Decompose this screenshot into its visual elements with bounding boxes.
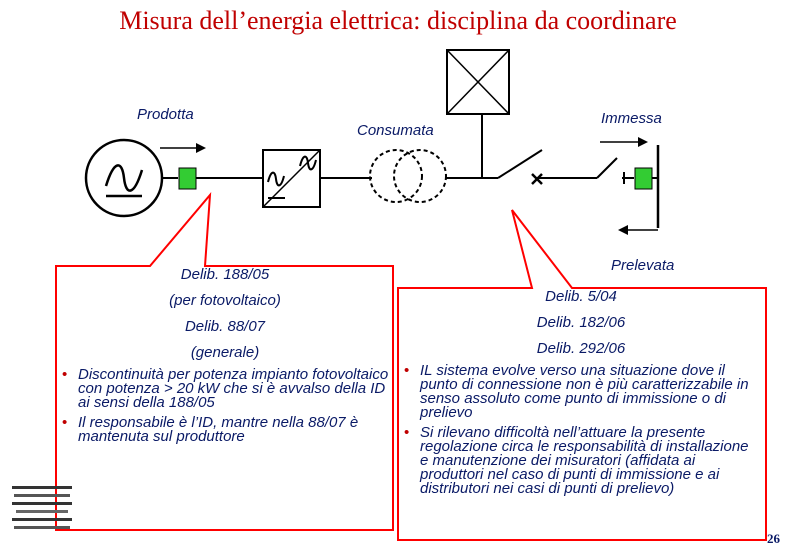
right-line-1: Delib. 5/04 xyxy=(545,288,617,305)
label-prodotta: Prodotta xyxy=(137,106,194,123)
left-line-3: Delib. 88/07 xyxy=(184,318,266,335)
left-line-1: Delib. 188/05 xyxy=(180,266,270,283)
generator-sine xyxy=(104,164,144,192)
right-bullet-2: Si rilevano difficoltà nell’attuare la p… xyxy=(402,425,760,496)
load-box xyxy=(446,49,510,115)
left-bullet-2: Il responsabile è l’ID, mantre nella 88/… xyxy=(60,415,390,444)
switch-blade-2 xyxy=(596,157,618,179)
transformer-symbol-b xyxy=(393,149,447,203)
left-callout: Delib. 188/05 (per fotovoltaico) Delib. … xyxy=(60,262,390,450)
transformer-symbol-a xyxy=(369,149,423,203)
arrow-prelevata xyxy=(618,225,628,235)
meter-scambio xyxy=(634,167,653,190)
right-callout: Delib. 5/04 Delib. 182/06 Delib. 292/06 … xyxy=(402,284,760,502)
arrow-immessa xyxy=(638,137,648,147)
meter-prodotta xyxy=(178,167,197,190)
left-line-2: (per fotovoltaico) xyxy=(169,292,281,309)
left-callout-border xyxy=(55,192,394,531)
left-line-4: (generale) xyxy=(190,344,260,361)
page-title: Misura dell’energia elettrica: disciplin… xyxy=(119,6,677,35)
label-immessa: Immessa xyxy=(601,110,662,127)
right-line-2: Delib. 182/06 xyxy=(536,314,626,331)
right-bullet-1: IL sistema evolve verso una situazione d… xyxy=(402,363,760,420)
logo-stripes xyxy=(12,486,72,529)
right-line-3: Delib. 292/06 xyxy=(536,340,626,357)
label-consumata: Consumata xyxy=(357,122,434,139)
page-number: 26 xyxy=(767,531,780,546)
switch-blade xyxy=(497,149,543,179)
arrow-prodotta xyxy=(196,143,206,153)
left-bullet-1: Discontinuità per potenza impianto fotov… xyxy=(60,367,390,410)
label-prelevata: Prelevata xyxy=(611,257,675,274)
